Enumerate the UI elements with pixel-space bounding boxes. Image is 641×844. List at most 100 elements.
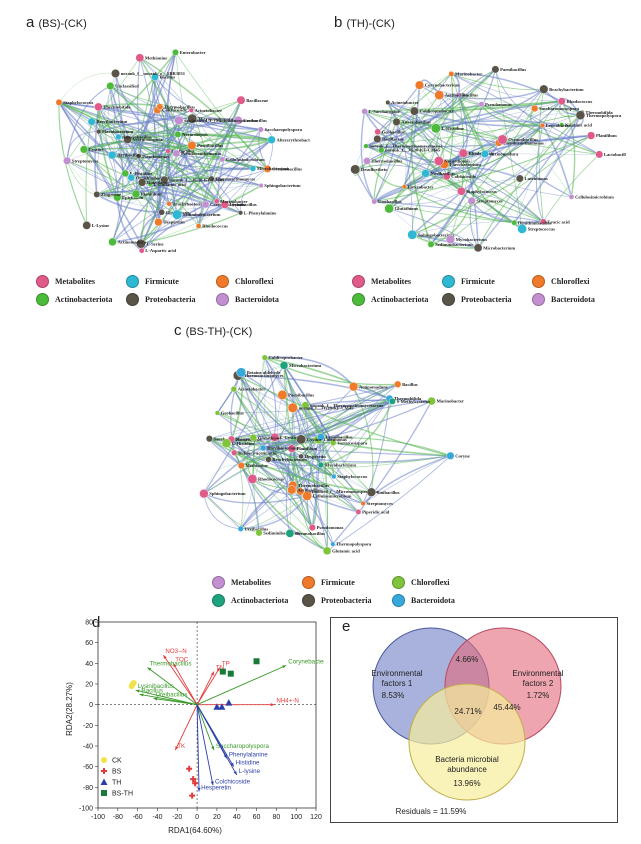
network-node-label: Brachybacterium: [272, 457, 307, 462]
network-node-label: Ureibacillus: [245, 526, 269, 531]
network-edge: [333, 441, 451, 457]
network-edge: [300, 455, 334, 478]
network-edge: [326, 455, 451, 552]
rda-arrow-label: TK: [177, 743, 186, 750]
rda-point-ck: [129, 681, 136, 687]
network-edge: [262, 447, 451, 463]
rda-arrow-label: Histidine: [236, 760, 260, 767]
rda-point-bs: [190, 776, 197, 783]
x-tick-label: 0: [195, 814, 199, 821]
network-edge: [291, 448, 328, 551]
network-node: [255, 529, 263, 537]
network-node: [121, 169, 130, 178]
network-node-label: Thermopolyspora: [586, 113, 622, 118]
network-node-label: Ornithinibacillus: [518, 220, 552, 225]
network-edge: [66, 160, 178, 215]
network-node: [108, 237, 117, 247]
network-node-label: Lysinibacillus: [326, 435, 353, 440]
network-edge: [237, 375, 302, 441]
x-tick-label: 100: [290, 814, 302, 821]
network-edge: [240, 168, 268, 213]
network-edge: [112, 154, 217, 202]
network-edge: [283, 365, 334, 444]
network-node-label: Altererythrobacter: [277, 137, 311, 142]
network-edge: [388, 125, 543, 209]
network-node-label: Microbacterium: [483, 245, 515, 250]
legend-label: BS-TH: [112, 791, 133, 798]
network-edge: [387, 102, 413, 235]
rda-arrowhead: [139, 693, 144, 697]
rda-plot: RDA1(64.60%) RDA2(28.27%) -100-80-60-40-…: [65, 620, 324, 836]
network-node: [259, 444, 267, 452]
network-node: [434, 90, 444, 100]
network-node-label: Thermobifida: [585, 110, 613, 115]
y-tick-label: 0: [89, 702, 93, 709]
rda-arrowhead: [211, 746, 215, 751]
network-node: [172, 209, 183, 220]
network-node: [329, 439, 337, 447]
x-tick-label: -20: [172, 814, 182, 821]
venn-set2-line2: factors 2: [523, 679, 554, 688]
venn-abc-value: 24.71%: [454, 707, 481, 716]
network-edge: [168, 153, 178, 204]
network-node-label: Nocardiopsis: [236, 437, 262, 442]
network-edge: [412, 221, 544, 235]
network-node-label: Paenibacillus: [197, 143, 223, 148]
y-tick-label: -100: [79, 806, 93, 813]
network-node: [174, 131, 182, 138]
actinobacteriota-swatch: [352, 293, 365, 306]
legend-c: Metabolites Firmicute Chloroflexi Actino…: [212, 576, 492, 607]
network-edge: [237, 374, 390, 400]
network-edge: [403, 85, 421, 187]
network-node: [467, 196, 476, 205]
network-node: [195, 223, 202, 229]
legend-a: Metabolites Firmicute Chloroflexi Actino…: [36, 275, 316, 306]
network-node-label: Sphingobacterium: [418, 232, 454, 237]
network-node-label: norank_f__JG30-KF-CM45: [299, 405, 355, 410]
network-node-label: Zingerone: [101, 192, 121, 197]
network-node: [158, 208, 165, 216]
network-node: [478, 101, 485, 108]
rda-arrowhead: [175, 746, 179, 751]
network-node-label: Aeribacillus: [445, 93, 469, 98]
network-edge: [127, 139, 170, 204]
network-edge: [446, 104, 482, 177]
network-edge: [451, 73, 544, 91]
network-edge: [111, 145, 193, 243]
rda-arrow-label: Bacillus: [142, 687, 163, 694]
network-edge: [262, 400, 432, 449]
network-node-label: Mycobacterium: [456, 237, 487, 242]
network-node: [317, 461, 325, 469]
rda-arrowhead: [197, 787, 201, 792]
network-node-label: Planifilum: [596, 133, 617, 138]
network-node-label: L-Histidine: [130, 171, 152, 176]
network-edge: [471, 200, 544, 224]
network-node: [96, 128, 102, 135]
network-edge: [364, 100, 562, 113]
network-node: [287, 485, 297, 495]
legend-marker: [101, 768, 107, 774]
network-node-label: Saccharomonospora: [539, 106, 580, 111]
network-node-label: Verrucosispora: [337, 440, 368, 445]
network-node-label: Rhodococcus: [567, 99, 593, 104]
network-edge: [412, 233, 479, 249]
network-node-label: Staphylococcus: [63, 100, 93, 105]
rda-arrow: [147, 667, 198, 706]
rda-point-th: [213, 703, 221, 710]
network-node: [236, 95, 246, 105]
network-edge: [494, 69, 543, 126]
network-node: [236, 367, 247, 378]
network-edge: [362, 455, 451, 504]
network-edge: [362, 455, 451, 505]
network-node-label: norank_f__norank_o__SBR1031: [121, 71, 186, 76]
venn-set3-value: 13.96%: [453, 779, 480, 788]
network-node-label: Actinomadura: [490, 152, 519, 157]
network-node-label: Corynebacterium: [425, 83, 460, 88]
network-node-label: Cellulosimicrobium: [226, 157, 265, 162]
network-node: [384, 203, 394, 214]
network-edge: [411, 124, 543, 236]
network-node-label: Desulfovibrio: [361, 167, 388, 172]
network-edge: [233, 388, 293, 491]
network-node: [230, 385, 237, 393]
venn-residuals: Residuals = 11.59%: [396, 807, 467, 816]
